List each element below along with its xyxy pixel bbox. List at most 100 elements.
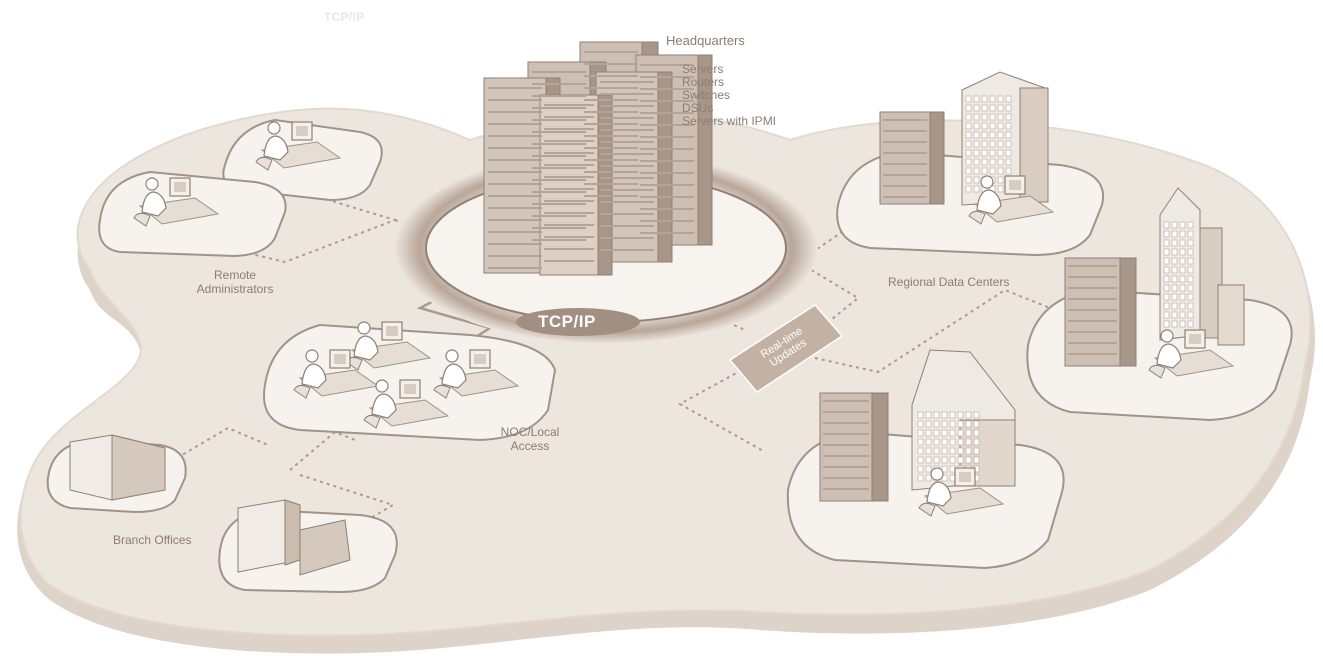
regional-data-centers-label: Regional Data Centers	[888, 275, 1010, 289]
window	[1005, 149, 1012, 157]
window	[1005, 167, 1012, 175]
window	[1163, 302, 1170, 310]
window	[965, 149, 972, 157]
window	[1171, 230, 1178, 238]
window	[1163, 293, 1170, 301]
window	[1187, 275, 1194, 283]
window	[1179, 284, 1186, 292]
window	[965, 185, 972, 193]
hub-title: TCP/IP	[538, 312, 596, 331]
window	[973, 176, 980, 184]
person-head	[980, 175, 994, 189]
window	[965, 420, 972, 428]
window	[1163, 266, 1170, 274]
window	[973, 411, 980, 419]
window	[917, 420, 924, 428]
window	[933, 420, 940, 428]
person-head	[267, 121, 281, 135]
window	[997, 167, 1004, 175]
corner-title: TCP/IP	[324, 10, 365, 24]
hq-item: DSUs	[682, 101, 714, 115]
window	[917, 429, 924, 437]
window	[1163, 284, 1170, 292]
person-head	[145, 177, 159, 191]
window	[1187, 266, 1194, 274]
window	[933, 411, 940, 419]
window	[941, 447, 948, 455]
window	[1163, 311, 1170, 319]
workstation	[968, 175, 1055, 225]
window	[1187, 320, 1194, 328]
window	[997, 149, 1004, 157]
person-head	[445, 349, 459, 363]
remote-admins-line: Remote	[213, 268, 257, 282]
window	[973, 447, 980, 455]
window	[973, 122, 980, 130]
monitor-screen	[404, 384, 416, 394]
window	[981, 104, 988, 112]
window	[965, 438, 972, 446]
noc-line: NOC/Local	[500, 425, 560, 439]
window	[981, 95, 988, 103]
window	[1005, 140, 1012, 148]
window	[997, 140, 1004, 148]
window	[1171, 284, 1178, 292]
window	[1163, 320, 1170, 328]
window	[965, 131, 972, 139]
window	[997, 113, 1004, 121]
person-head	[1160, 329, 1174, 343]
branch-office-building-2	[237, 499, 351, 576]
window	[949, 429, 956, 437]
window	[1179, 257, 1186, 265]
branch-offices-label: Branch Offices	[113, 533, 192, 547]
window	[989, 149, 996, 157]
hq-item: Routers	[682, 75, 725, 89]
window	[925, 456, 932, 464]
hq-item: Switches	[682, 88, 731, 102]
window	[925, 429, 932, 437]
workstation	[433, 349, 520, 399]
window	[957, 420, 964, 428]
window	[989, 131, 996, 139]
window	[965, 176, 972, 184]
window	[973, 140, 980, 148]
window	[973, 113, 980, 121]
window	[941, 420, 948, 428]
window	[973, 420, 980, 428]
person-body	[263, 135, 289, 161]
window	[1171, 266, 1178, 274]
window	[933, 438, 940, 446]
window	[925, 447, 932, 455]
workstation	[1148, 329, 1235, 379]
window	[1163, 257, 1170, 265]
window	[957, 438, 964, 446]
window	[997, 95, 1004, 103]
chair	[133, 212, 151, 227]
window	[965, 456, 972, 464]
window	[1179, 311, 1186, 319]
window	[1179, 266, 1186, 274]
person-body	[353, 335, 379, 361]
window	[1187, 248, 1194, 256]
monitor-screen	[174, 182, 186, 192]
chair	[255, 156, 273, 171]
person-body	[141, 191, 167, 217]
window	[941, 438, 948, 446]
window	[949, 474, 956, 482]
window	[1005, 131, 1012, 139]
window	[1187, 311, 1194, 319]
person-body	[976, 189, 1002, 215]
window	[917, 447, 924, 455]
window	[1171, 248, 1178, 256]
window	[997, 176, 1004, 184]
monitor-screen	[1189, 334, 1201, 344]
window	[997, 131, 1004, 139]
window	[1171, 302, 1178, 310]
window	[981, 113, 988, 121]
chair	[1148, 364, 1166, 379]
workstation	[255, 121, 342, 171]
window	[957, 456, 964, 464]
hq-item: Servers with IPMI	[682, 114, 777, 128]
